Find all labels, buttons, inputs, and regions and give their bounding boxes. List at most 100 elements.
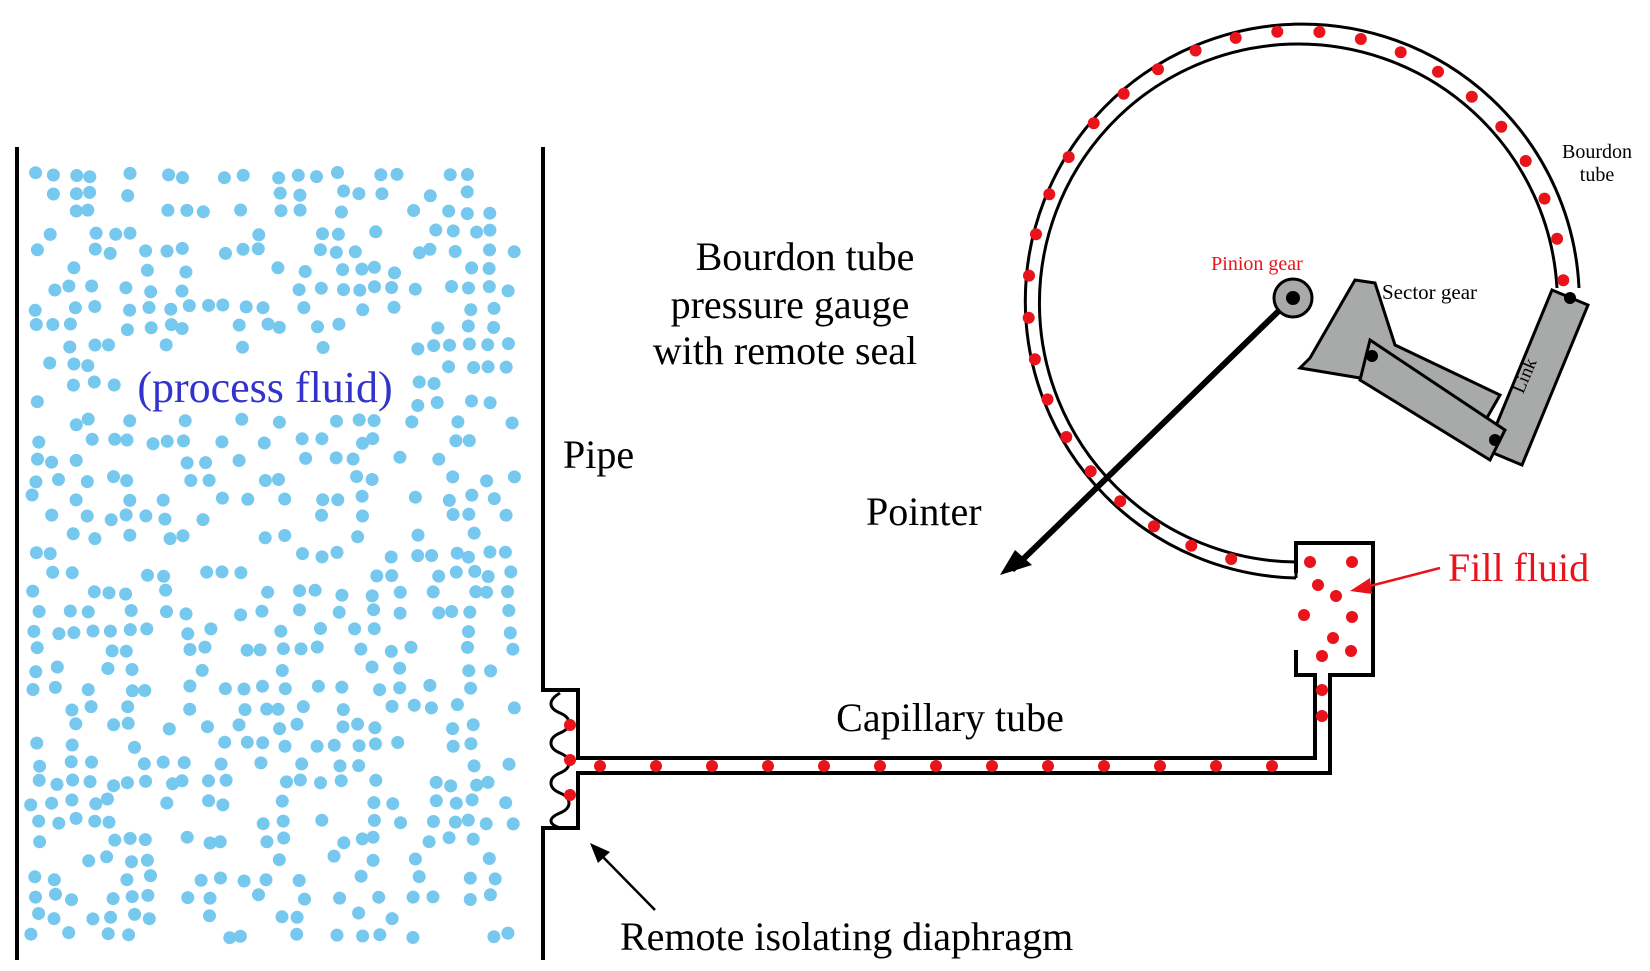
process-fluid-dot xyxy=(393,450,407,464)
process-fluid-dot xyxy=(66,378,80,392)
process-fluid-dot xyxy=(175,322,189,335)
process-fluid-dot xyxy=(356,509,369,523)
process-fluid-dot xyxy=(483,545,497,559)
fill-fluid-dot xyxy=(1042,760,1054,772)
pipe-label: Pipe xyxy=(563,432,634,477)
process-fluid-dot xyxy=(311,320,324,334)
fill-fluid-dot xyxy=(1152,63,1164,76)
process-fluid-dot xyxy=(432,606,446,620)
fill-fluid-dot xyxy=(1028,353,1041,366)
process-fluid-dot xyxy=(253,643,267,657)
link xyxy=(1484,288,1590,467)
process-fluid-dot xyxy=(232,454,246,467)
process-fluid-dot xyxy=(293,203,307,217)
process-fluid-dot xyxy=(296,700,310,714)
fill-fluid-dot xyxy=(1519,155,1532,167)
process-fluid-dot xyxy=(412,870,426,884)
fill-fluid-dot xyxy=(1304,556,1316,568)
process-fluid-dot xyxy=(480,474,494,488)
process-fluid-dot xyxy=(159,583,173,597)
process-fluid-dot xyxy=(140,622,154,636)
process-fluid-dot xyxy=(308,583,322,597)
process-fluid-dot xyxy=(369,773,383,787)
process-fluid-dot xyxy=(353,283,367,297)
process-fluid-dot xyxy=(177,434,190,448)
process-fluid-dot xyxy=(507,245,521,259)
process-fluid-dot xyxy=(423,189,437,203)
process-fluid-dot xyxy=(24,927,38,941)
process-fluid-dot xyxy=(393,585,407,599)
process-fluid-dot xyxy=(429,775,443,789)
fill-fluid-dot xyxy=(1225,553,1238,565)
process-fluid-dot xyxy=(62,926,76,940)
process-fluid-dot xyxy=(355,489,369,503)
process-fluid-dot xyxy=(335,680,349,694)
diaphragm-label: Remote isolating diaphragm xyxy=(620,914,1073,959)
process-fluid-dot xyxy=(234,566,248,580)
process-fluid-dot xyxy=(467,361,481,374)
process-fluid-dot xyxy=(256,301,270,315)
process-fluid-dot xyxy=(119,281,133,295)
process-fluid-dot xyxy=(464,681,478,695)
process-fluid-dot xyxy=(327,738,341,752)
process-fluid-dot xyxy=(479,817,493,831)
process-fluid-dot xyxy=(273,186,287,200)
process-fluid-dot xyxy=(33,759,47,773)
process-fluid-dot xyxy=(85,279,99,293)
process-fluid-dot xyxy=(109,227,123,241)
process-fluid-dot xyxy=(411,399,425,412)
process-fluid-dot xyxy=(332,605,346,619)
process-fluid-dot xyxy=(47,873,61,887)
process-fluid-dot xyxy=(366,432,380,446)
process-fluid-dot xyxy=(488,872,502,886)
fill-fluid-dot xyxy=(1023,269,1035,282)
fill-fluid-dot xyxy=(594,760,606,772)
process-fluid-dot xyxy=(461,813,475,827)
process-fluid-dot xyxy=(470,778,484,792)
process-fluid-dot xyxy=(144,321,158,335)
process-fluid-dot xyxy=(327,849,341,863)
process-fluid-dot xyxy=(256,817,270,831)
process-fluid-dot xyxy=(272,473,285,486)
process-fluid-dot xyxy=(272,853,286,867)
process-fluid-dot xyxy=(179,607,193,621)
process-fluid-dot xyxy=(444,779,458,793)
process-fluid-dot xyxy=(161,203,175,217)
process-fluid-dot xyxy=(333,759,347,773)
process-fluid-dot xyxy=(202,298,216,312)
process-fluid-dot xyxy=(45,508,59,522)
process-fluid-dot xyxy=(366,853,380,867)
process-fluid-dot xyxy=(105,644,119,658)
fill-fluid-dot xyxy=(1271,25,1284,38)
process-fluid-dot xyxy=(213,835,227,849)
process-fluid-dot xyxy=(467,526,481,540)
process-fluid-dot xyxy=(278,739,292,753)
process-fluid-dot xyxy=(470,225,484,239)
process-fluid-dot xyxy=(214,871,227,885)
process-fluid-dot xyxy=(182,299,196,313)
process-fluid-dot xyxy=(69,418,83,432)
process-fluid-dot xyxy=(194,873,208,887)
process-fluid-dot xyxy=(124,604,138,617)
process-fluid-dot xyxy=(254,756,268,770)
process-fluid-dot xyxy=(252,888,265,902)
process-fluid-dot xyxy=(405,415,419,429)
process-fluid-dot xyxy=(120,474,134,488)
process-fluid-dot xyxy=(181,891,195,905)
process-fluid-dot xyxy=(352,739,366,753)
process-fluid-dot xyxy=(201,720,214,734)
process-fluid-dot xyxy=(121,189,135,203)
process-fluid-dot xyxy=(235,412,249,426)
fill-fluid-dot xyxy=(1327,632,1339,644)
process-fluid-dot xyxy=(346,452,360,466)
process-fluid-dot xyxy=(120,776,134,790)
process-fluid-dot xyxy=(391,736,405,749)
process-fluid-dot xyxy=(385,281,399,294)
process-fluid-dot xyxy=(260,835,274,849)
process-fluid-dot xyxy=(121,716,135,730)
process-fluid-dot xyxy=(507,470,521,484)
process-fluid-dot xyxy=(69,811,83,825)
process-fluid-dot xyxy=(355,262,369,276)
process-fluid-dot xyxy=(290,910,304,924)
process-fluid-dot xyxy=(443,338,456,352)
